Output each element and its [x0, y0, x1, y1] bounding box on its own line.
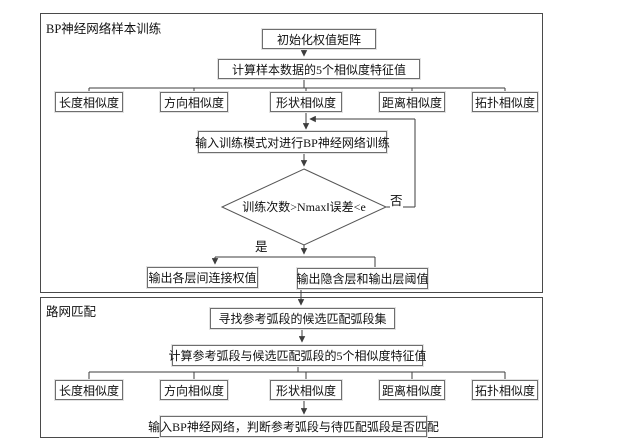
matching-section-title: 路网匹配: [46, 305, 97, 319]
length-similarity-box-2: 长度相似度: [55, 380, 123, 400]
topology-similarity-box-1: 拓扑相似度: [472, 92, 538, 112]
decision-yes-label: 是: [255, 236, 268, 255]
find-candidate-arcs-box: 寻找参考弧段的候选匹配弧段集: [210, 308, 395, 329]
shape-similarity-box-2: 形状相似度: [270, 380, 342, 400]
topology-similarity-box-2: 拓扑相似度: [472, 380, 538, 400]
output-connection-weights-box: 输出各层间连接权值: [147, 267, 258, 288]
output-layer-thresholds-box: 输出隐含层和输出层阈值: [297, 268, 429, 289]
training-decision-diamond: 训练次数>Nmax‖误差<e: [242, 200, 366, 214]
length-similarity-box-1: 长度相似度: [55, 92, 123, 112]
training-section-title: BP神经网络样本训练: [46, 22, 162, 36]
matching-section-frame: [40, 297, 543, 438]
distance-similarity-box-2: 距离相似度: [379, 380, 445, 400]
init-weight-matrix-box: 初始化权值矩阵: [262, 29, 376, 49]
direction-similarity-box-1: 方向相似度: [160, 92, 228, 112]
compute-arc-features-box: 计算参考弧段与候选匹配弧段的5个相似度特征值: [169, 345, 427, 366]
input-training-pattern-box: 输入训练模式对进行BP神经网络训练: [195, 131, 390, 153]
decision-no-label: 否: [390, 190, 403, 209]
training-section-frame: [40, 13, 543, 293]
shape-similarity-box-1: 形状相似度: [270, 92, 342, 112]
compute-sample-features-box: 计算样本数据的5个相似度特征值: [218, 59, 420, 79]
direction-similarity-box-2: 方向相似度: [160, 380, 228, 400]
judge-match-box: 输入BP神经网络，判断参考弧段与待匹配弧段是否匹配: [148, 416, 439, 437]
distance-similarity-box-1: 距离相似度: [379, 92, 445, 112]
